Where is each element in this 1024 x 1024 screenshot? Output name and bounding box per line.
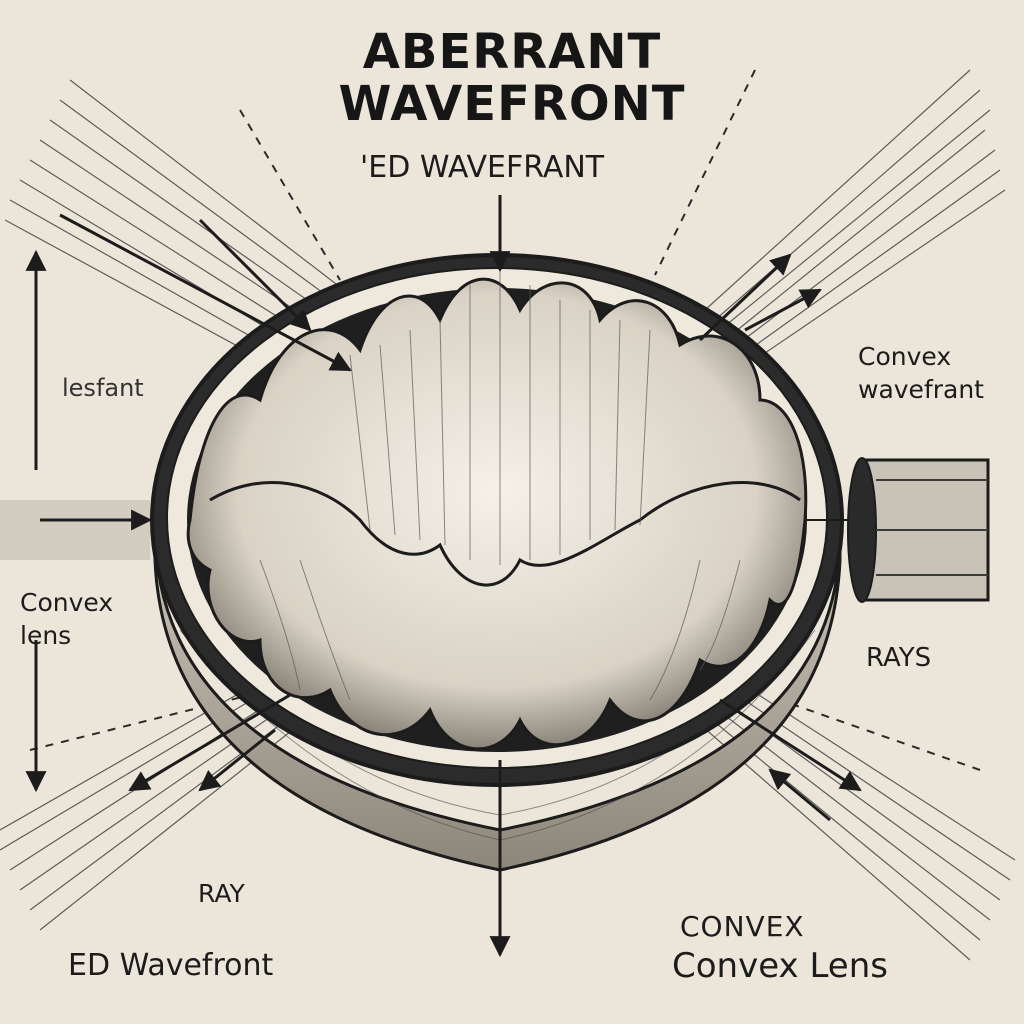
label-convex-lens-left-line2: lens [20, 621, 72, 650]
ray-bundle-top-right [704, 69, 1006, 371]
label-convex-wavefront-line1: Convex [858, 342, 952, 371]
label-ed-wavefront: ED Wavefront [68, 948, 274, 983]
dashed-guides [29, 69, 981, 771]
label-ray: RAY [198, 879, 245, 908]
aberrant-wavefront-surface [186, 277, 808, 751]
right-cylinder [847, 457, 990, 603]
arrow-top-right-2 [744, 288, 822, 332]
ray-bundle-top-left [4, 79, 371, 381]
wavefront-fold [209, 481, 801, 587]
arrow-bottom-left-2 [198, 728, 276, 792]
label-convex-lens-bottom: Convex Lens [672, 946, 888, 986]
arrow-top-left [59, 213, 352, 372]
arrow-bottom-left [128, 693, 291, 792]
label-rays: RAYS [866, 643, 932, 673]
subtitle: 'ED WAVEFRANT [360, 150, 605, 185]
label-convex-lens-left: Convex lens [20, 586, 113, 652]
title-line-2: WAVEFRONT [338, 76, 686, 132]
arrow-top-right [698, 253, 792, 342]
label-convex-wavefront-line2: wavefrant [858, 375, 984, 404]
label-convex-caps: CONVEX [680, 910, 805, 943]
arrow-bottom-right [719, 698, 862, 792]
title-line-1: ABERRANT [362, 24, 662, 80]
label-left-upper: lesfant [62, 374, 144, 402]
label-convex-lens-left-line1: Convex [20, 588, 114, 617]
left-incoming-beam [0, 500, 150, 560]
arrow-top-left-2 [198, 218, 312, 332]
arrow-bottom-right-2 [768, 768, 831, 822]
label-convex-wavefront: Convex wavefrant [858, 340, 984, 406]
wavefront-striations [259, 270, 741, 701]
